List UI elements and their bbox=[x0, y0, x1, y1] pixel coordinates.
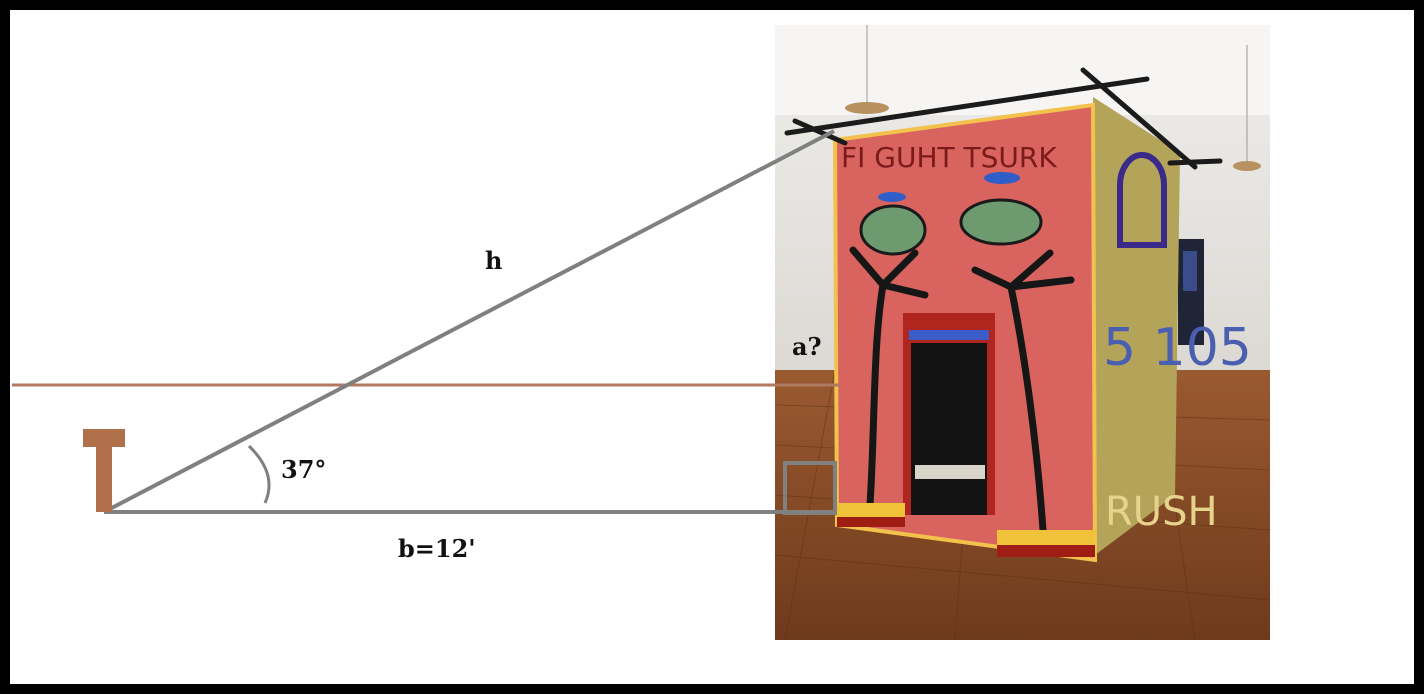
painted-trees bbox=[849, 246, 1075, 534]
painted-eye-right bbox=[959, 198, 1043, 246]
tent-banner-text: FI GUHT TSURK bbox=[841, 141, 1057, 174]
tent-artwork-photo: 5 105 RUSH FI GUHT TSURK bbox=[775, 25, 1270, 640]
adjacent-side-label: b=12' bbox=[398, 534, 476, 563]
tent-photo-illustration: 5 105 RUSH FI GUHT TSURK bbox=[775, 25, 1270, 640]
tent-side-letters: RUSH bbox=[1105, 489, 1218, 535]
angle-label: 37° bbox=[281, 455, 327, 484]
hypotenuse-label: h bbox=[485, 246, 503, 275]
tent-frame-poles bbox=[784, 67, 1223, 170]
ceiling-lamp-right bbox=[1233, 161, 1261, 171]
tent-side-numbers: 5 105 bbox=[1103, 318, 1252, 378]
tent-side-panel bbox=[1093, 97, 1180, 555]
ceiling-lamp bbox=[845, 102, 889, 114]
tent-doorway bbox=[911, 343, 987, 515]
hypotenuse-line bbox=[103, 129, 835, 514]
right-angle-marker bbox=[783, 461, 837, 515]
observer-post bbox=[83, 429, 125, 512]
painted-eye-left bbox=[859, 204, 927, 256]
angle-arc bbox=[247, 444, 271, 504]
opposite-side-label: a? bbox=[792, 332, 822, 361]
